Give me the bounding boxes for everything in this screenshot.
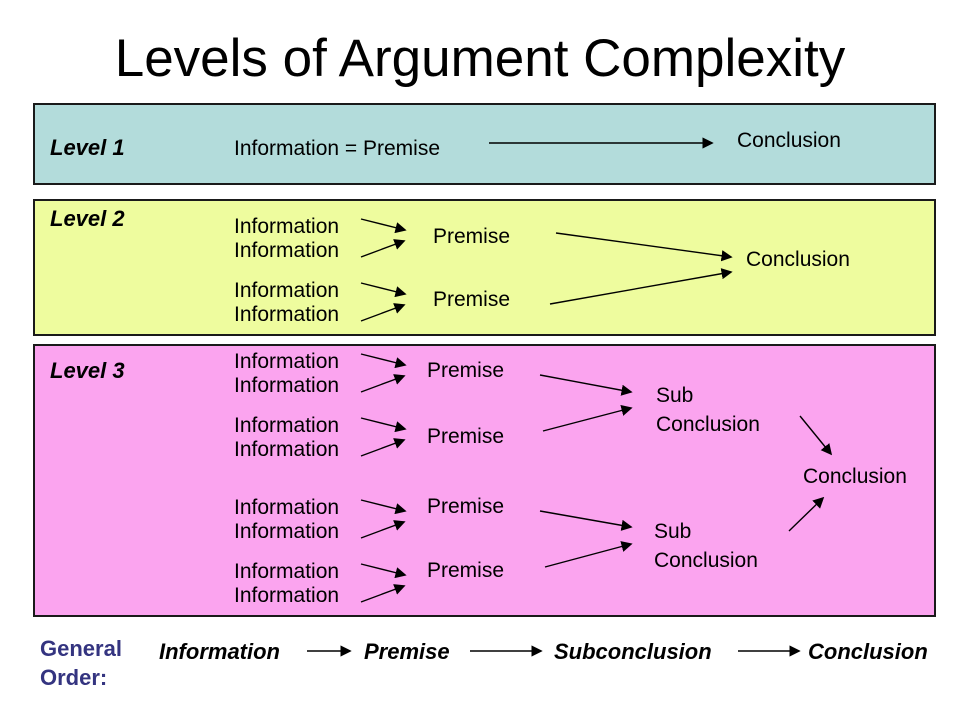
premise-label: Premise: [427, 425, 505, 448]
general-order-item-conclusion: Conclusion: [808, 639, 928, 664]
information-pair: Information Information: [234, 350, 340, 397]
premise-label: Premise: [427, 495, 505, 518]
premise-label: Premise: [433, 288, 511, 311]
sub-conclusion-label: Sub Conclusion: [656, 384, 760, 436]
level-2-label: Level 2: [50, 206, 125, 231]
level-3-band: [33, 344, 936, 617]
premise-label: Premise: [427, 359, 505, 382]
information-pair: Information Information: [234, 279, 340, 326]
conclusion-label: Conclusion: [737, 129, 841, 152]
information-pair: Information Information: [234, 496, 340, 543]
information-pair: Information Information: [234, 215, 340, 262]
conclusion-label: Conclusion: [803, 465, 907, 488]
general-order-item-information: Information: [159, 639, 280, 664]
information-premise-label: Information = Premise: [234, 137, 441, 160]
premise-label: Premise: [427, 559, 505, 582]
sub-conclusion-label: Sub Conclusion: [654, 520, 758, 572]
general-order-item-subconclusion: Subconclusion: [554, 639, 712, 664]
level-1-band: [33, 103, 936, 185]
level-1-label: Level 1: [50, 135, 125, 160]
premise-label: Premise: [433, 225, 511, 248]
general-order-item-premise: Premise: [364, 639, 450, 664]
general-order-label: General Order:: [40, 636, 122, 690]
page-title: Levels of Argument Complexity: [114, 29, 846, 88]
level-2-band: [33, 199, 936, 336]
information-pair: Information Information: [234, 560, 340, 607]
conclusion-label: Conclusion: [746, 248, 850, 271]
information-pair: Information Information: [234, 414, 340, 461]
level-3-label: Level 3: [50, 358, 125, 383]
